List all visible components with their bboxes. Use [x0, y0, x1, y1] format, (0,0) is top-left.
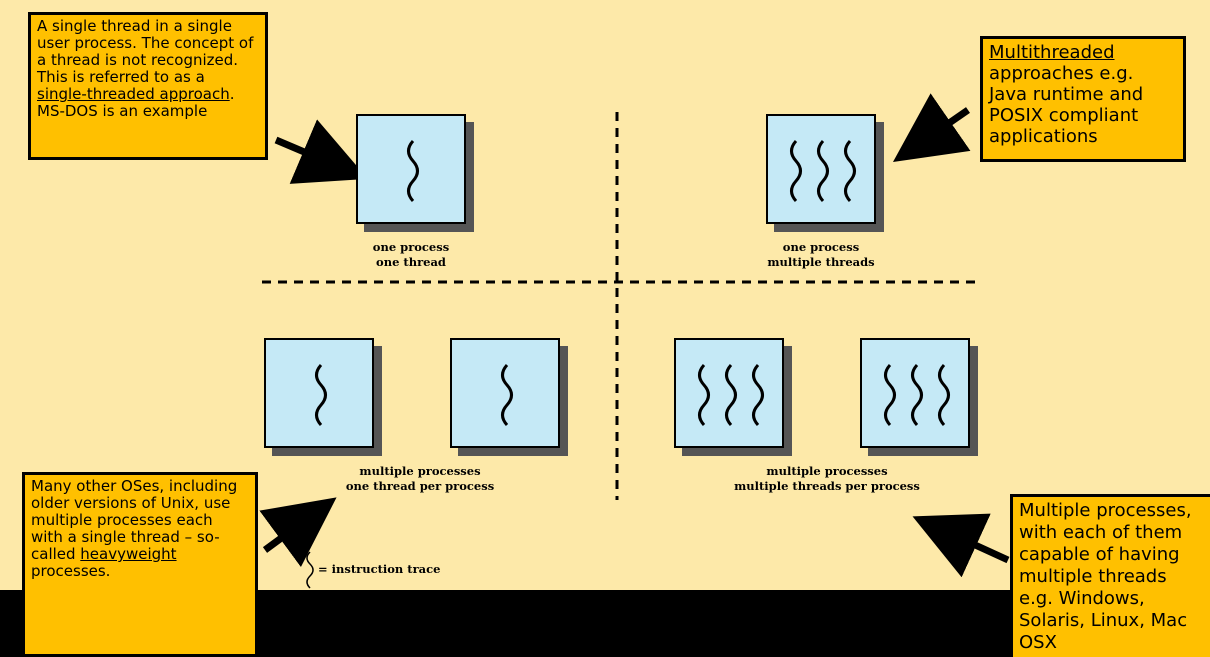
process-box [264, 338, 374, 448]
note-text: . [229, 85, 235, 103]
caption-one-process-multiple-threads: one process multiple threads [767, 240, 875, 269]
thread-squiggles-icon [790, 139, 856, 203]
process-box [766, 114, 876, 224]
process-box [674, 338, 784, 448]
legend-label: = instruction trace [318, 562, 441, 576]
note-heavyweight: Many other OSes, including older version… [22, 472, 258, 657]
note-text: Many other OSes, including older version… [31, 477, 238, 563]
caption-one-process-one-thread: one process one thread [372, 240, 450, 269]
thread-squiggles-icon [884, 363, 950, 427]
thread-squiggle-icon [315, 363, 327, 427]
arrow-many-other [259, 497, 337, 568]
arrow-multi-multi [912, 513, 1010, 578]
process-box [356, 114, 466, 224]
note-underlined-term: single-threaded approach [37, 85, 230, 103]
thread-squiggles-icon [698, 363, 764, 427]
caption-multiple-processes-multiple-threads: multiple processes multiple threads per … [734, 464, 920, 493]
thread-squiggle-icon [407, 139, 419, 203]
process-box [450, 338, 560, 448]
caption-multiple-processes-one-thread: multiple processes one thread per proces… [345, 464, 495, 493]
note-underlined-term: heavyweight [80, 545, 177, 563]
note-single-threaded: A single thread in a single user process… [28, 12, 268, 160]
note-example: MS-DOS is an example [37, 102, 208, 120]
note-multiple-processes-multiple-threads: Multiple processes, with each of them ca… [1010, 494, 1210, 657]
thread-squiggle-icon [501, 363, 513, 427]
note-text: approaches e.g. Java runtime and POSIX c… [989, 63, 1144, 147]
note-text: A single thread in a single user process… [37, 17, 254, 86]
note-text: processes. [31, 562, 111, 580]
note-multithreaded: Multithreaded approaches e.g. Java runti… [980, 36, 1186, 162]
arrow-multithreaded [892, 93, 971, 162]
arrow-single-threaded [274, 119, 368, 184]
note-text: Multiple processes, with each of them ca… [1019, 500, 1192, 653]
instruction-trace-legend-icon [306, 551, 314, 589]
note-underlined-term: Multithreaded [989, 42, 1115, 63]
process-box [860, 338, 970, 448]
